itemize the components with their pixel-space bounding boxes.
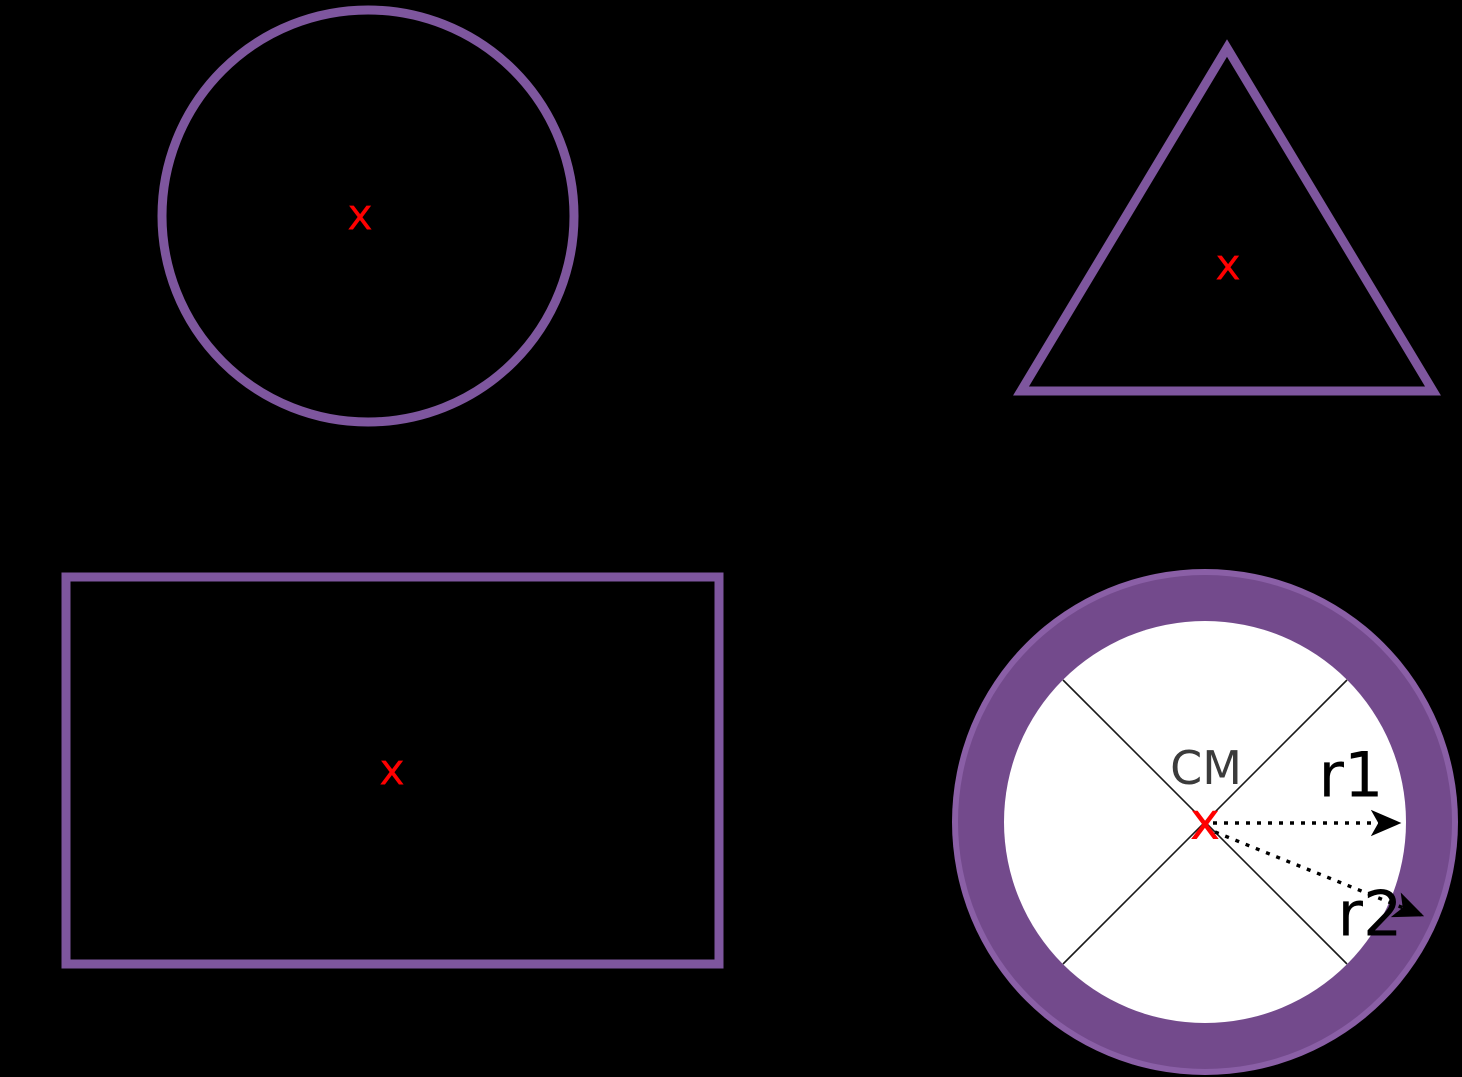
- triangle-center-mark: x: [1215, 240, 1241, 291]
- rectangle-outline: [61, 572, 724, 969]
- shape-circle: x: [157, 5, 579, 427]
- r2-label: r2: [1338, 878, 1403, 951]
- shape-triangle: x: [1013, 39, 1441, 396]
- annulus-cm-label: CM: [1170, 741, 1242, 795]
- r1-label: r1: [1319, 739, 1384, 812]
- shape-annulus: CM x r1 r2: [952, 569, 1458, 1075]
- circle-center-mark: x: [347, 190, 373, 241]
- circle-outline: [157, 5, 579, 427]
- spoke-ne-sw: [1062, 679, 1348, 965]
- shape-rectangle: x: [61, 572, 724, 969]
- rectangle-center-mark: x: [379, 745, 405, 796]
- triangle-outline: [1013, 39, 1441, 396]
- annulus-spokes: [1062, 679, 1348, 965]
- r2-arrow: [1214, 830, 1425, 918]
